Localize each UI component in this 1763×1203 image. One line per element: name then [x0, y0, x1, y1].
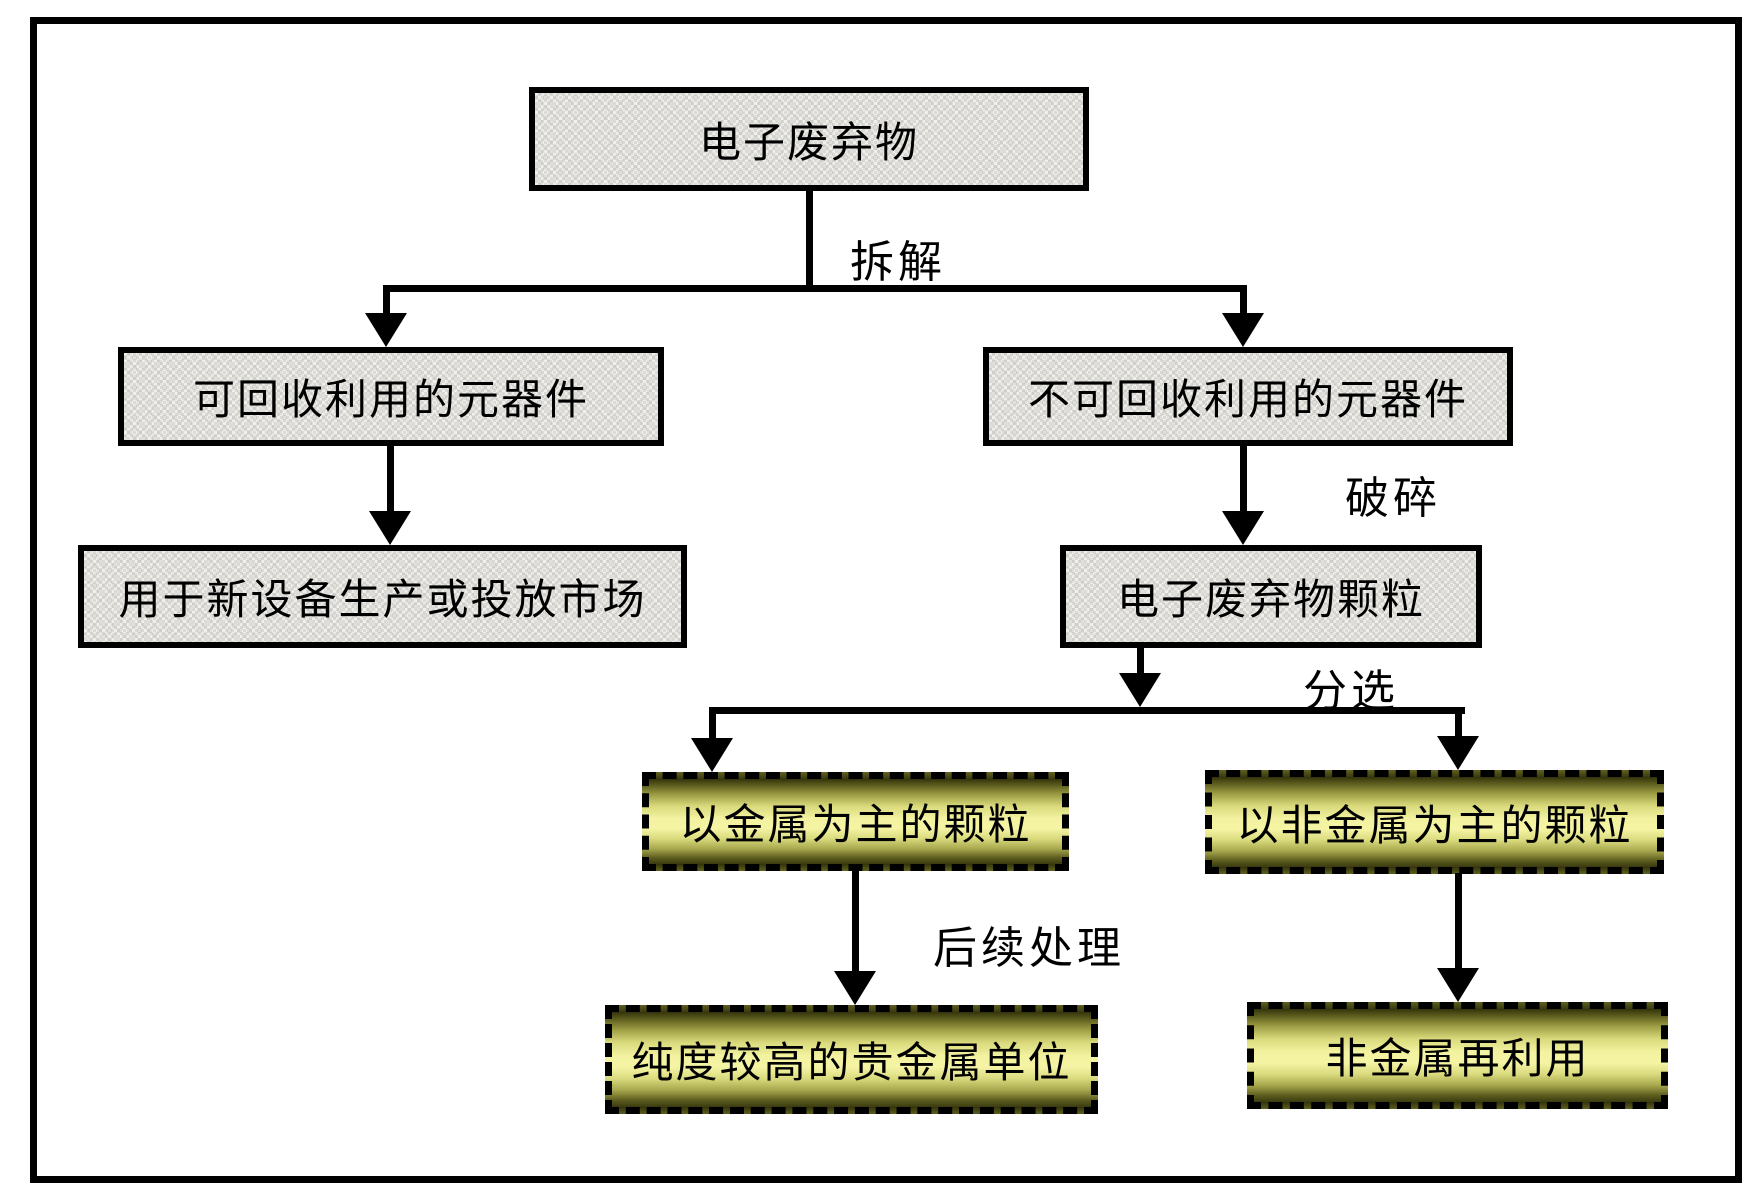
connector-particles-stem	[1137, 648, 1144, 676]
arrowhead-to-precious-metal	[834, 971, 876, 1005]
node-label: 纯度较高的贵金属单位	[631, 1041, 1072, 1087]
arrowhead-to-split2	[1119, 673, 1161, 707]
connector-root-stem	[806, 190, 813, 285]
node-nonmetal-reuse: 非金属再利用	[1247, 1002, 1668, 1109]
node-metal-particles: 以金属为主的颗粒	[642, 772, 1069, 871]
arrowhead-to-reuse-market	[369, 511, 411, 545]
arrowhead-to-metal-particles	[691, 738, 733, 772]
connector-split1-horizontal	[386, 285, 1247, 292]
node-reuse-or-market: 用于新设备生产或投放市场	[78, 545, 687, 648]
arrowhead-to-nonmetal-particles	[1437, 736, 1479, 770]
node-recyclable-components: 可回收利用的元器件	[118, 347, 664, 446]
node-nonmetal-particles: 以非金属为主的颗粒	[1205, 770, 1664, 874]
connector-non-recyclable-down	[1240, 446, 1247, 513]
node-label: 电子废弃物颗粒	[1116, 578, 1425, 624]
connector-split1-left-drop	[383, 285, 390, 315]
edge-label-sort: 分选	[1303, 667, 1399, 716]
connector-split2-horizontal	[712, 707, 1465, 714]
node-precious-metal-units: 纯度较高的贵金属单位	[605, 1005, 1098, 1114]
connector-nonmetal-down	[1455, 873, 1462, 970]
node-ewaste-root: 电子废弃物	[529, 87, 1089, 191]
node-label: 用于新设备生产或投放市场	[118, 578, 647, 624]
edge-label-followup: 后续处理	[933, 924, 1125, 973]
arrowhead-to-non-recyclable	[1222, 313, 1264, 347]
edge-label-crush: 破碎	[1345, 474, 1441, 523]
node-label: 以金属为主的颗粒	[679, 803, 1032, 849]
node-label: 可回收利用的元器件	[192, 378, 589, 424]
connector-recyclable-down	[387, 446, 394, 513]
arrowhead-to-recyclable	[365, 313, 407, 347]
node-label: 不可回收利用的元器件	[1027, 378, 1468, 424]
node-label: 以非金属为主的颗粒	[1236, 803, 1633, 850]
arrowhead-to-ewaste-particles	[1222, 511, 1264, 545]
connector-split1-right-drop	[1240, 285, 1247, 315]
edge-label-disassemble: 拆解	[850, 238, 946, 287]
connector-split2-left-drop	[709, 707, 716, 741]
connector-split2-right-drop	[1455, 707, 1462, 739]
node-non-recyclable-components: 不可回收利用的元器件	[983, 347, 1513, 446]
node-label: 非金属再利用	[1325, 1037, 1590, 1083]
node-ewaste-particles: 电子废弃物颗粒	[1060, 545, 1482, 648]
connector-metal-down	[852, 871, 859, 973]
arrowhead-to-nonmetal-reuse	[1437, 968, 1479, 1002]
node-label: 电子废弃物	[698, 120, 919, 167]
